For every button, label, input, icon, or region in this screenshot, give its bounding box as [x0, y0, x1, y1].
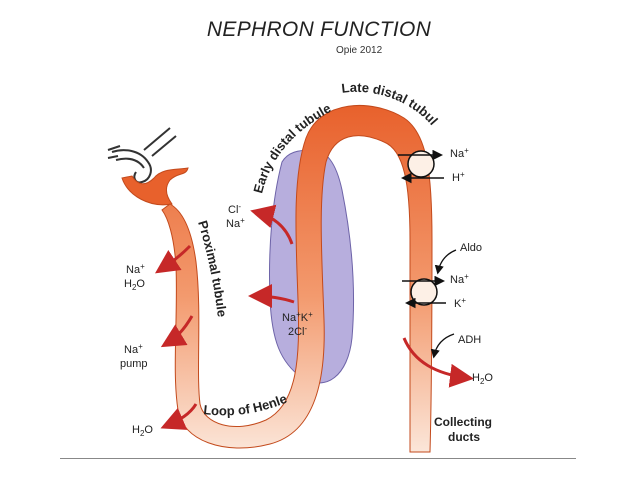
collecting-h2o-arrow — [402, 337, 474, 388]
collecting-label-line2: ducts — [448, 430, 481, 444]
aldo-label: Aldo — [460, 242, 483, 254]
adh-arrow — [430, 333, 455, 359]
proximal-na-h2o-arrow — [155, 244, 192, 274]
pump-label: pump — [120, 358, 148, 370]
adh-label: ADH — [458, 334, 482, 346]
bowmans-capsule — [121, 167, 189, 206]
nephron-tubule — [161, 104, 433, 453]
diagram-title: NEPHRON FUNCTION — [206, 18, 432, 41]
early-distal-na-label: Na+ — [226, 216, 245, 231]
aldo-arrow — [434, 249, 457, 275]
proximal-h2o-label: H2O — [124, 278, 145, 292]
collecting-label-line1: Collecting — [434, 415, 493, 429]
nak-label: Na+K+ — [282, 310, 313, 325]
credit: Opie 2012 — [336, 45, 383, 56]
early-distal-cl-na-arrow — [250, 204, 294, 245]
na-h-exchanger — [398, 149, 444, 184]
aldo-na-label: Na+ — [450, 272, 469, 287]
proximal-tubule-text: Proximal tubule — [195, 219, 230, 318]
thick-ascending-nak2cl-arrow — [248, 284, 295, 309]
late-na-out-label: Na+ — [450, 146, 469, 161]
proximal-tubule-label: Proximal tubule — [195, 219, 230, 318]
loop-h2o-arrow — [160, 403, 198, 430]
late-h-label: H+ — [452, 170, 465, 185]
early-distal-cl-label: Cl- — [228, 202, 242, 217]
footer-rule — [60, 458, 576, 459]
proximal-na-label: Na+ — [126, 262, 145, 277]
aldo-k-label: K+ — [454, 296, 467, 311]
proximal-pump-arrow — [160, 315, 194, 348]
na-k-exchanger — [402, 275, 446, 309]
two-cl-label: 2Cl- — [288, 324, 308, 339]
loop-h2o-label: H2O — [132, 424, 153, 438]
collecting-h2o-label: H2O — [472, 372, 493, 386]
pump-na-label: Na+ — [124, 342, 143, 357]
